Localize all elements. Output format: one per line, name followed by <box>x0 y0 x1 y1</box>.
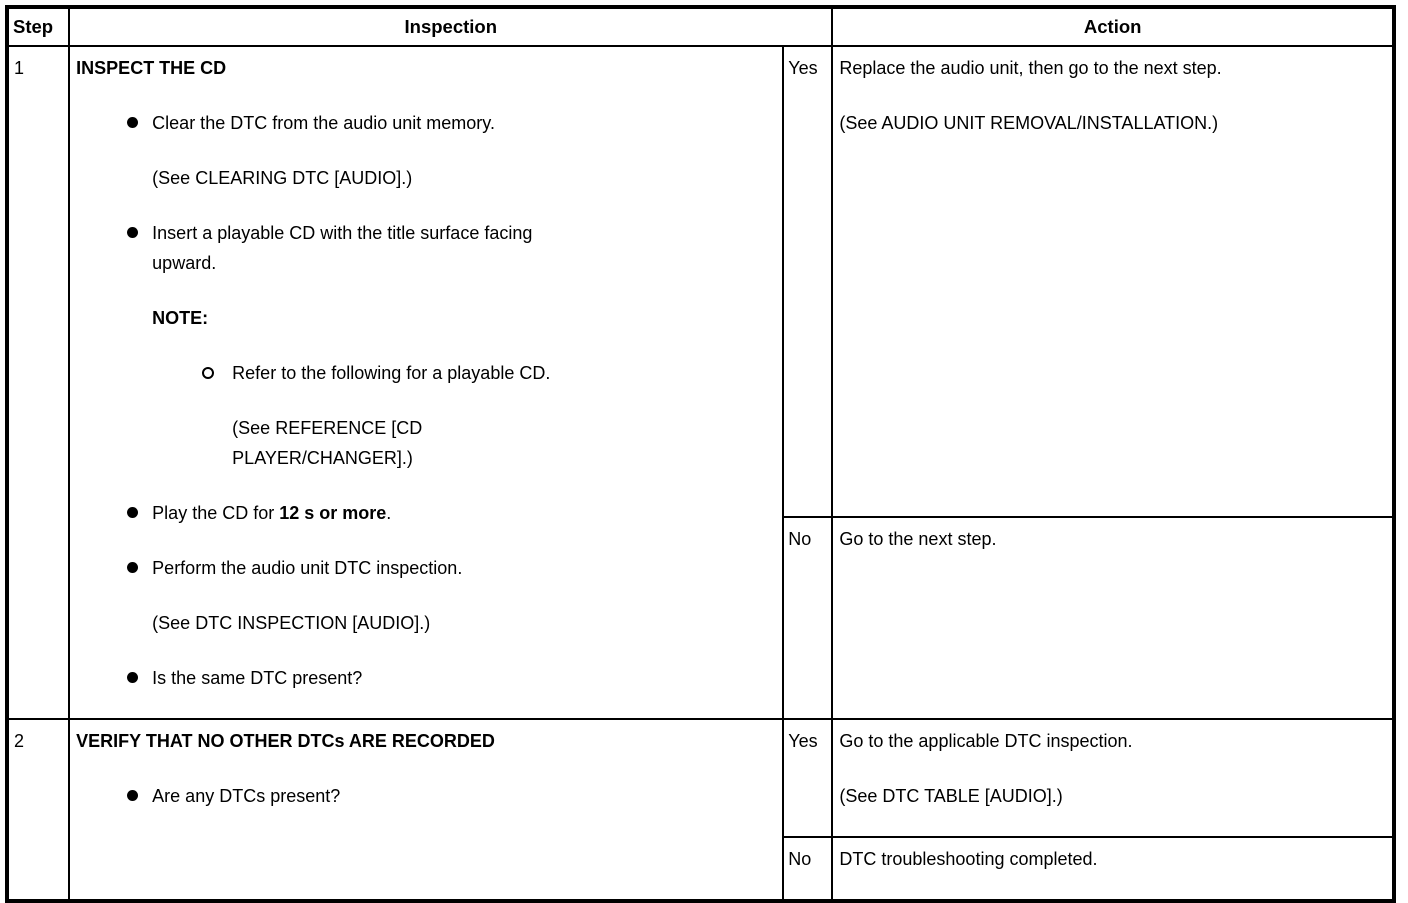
bullet-text: Insert a playable CD with the title surf… <box>152 223 533 273</box>
bullet-item-clear-dtc: Clear the DTC from the audio unit memory… <box>76 108 776 138</box>
action-text: Go to the applicable DTC inspection. <box>839 731 1133 751</box>
step2-yes-row: 2 VERIFY THAT NO OTHER DTCs ARE RECORDED… <box>5 718 1395 902</box>
troubleshooting-table: Step Inspection Action 1 INSPECT THE CD … <box>5 5 1396 903</box>
bullet-text: Is the same DTC present? <box>152 668 363 688</box>
step2-number: 2 <box>14 731 25 751</box>
column-header-step: Step <box>5 6 71 47</box>
step2-no-action-cell: DTC troubleshooting completed. <box>831 836 1395 902</box>
bullet-text: Play the CD for 12 s or more. <box>152 503 392 523</box>
bullet-item-any-dtcs: Are any DTCs present? <box>76 781 776 811</box>
no-label: No <box>788 849 812 869</box>
bullet-text: Are any DTCs present? <box>152 786 341 806</box>
bullet-item-perform-inspection: Perform the audio unit DTC inspection. <box>76 553 776 583</box>
step1-number-cell: 1 <box>5 45 71 720</box>
see-clearing-dtc-ref: (See CLEARING DTC [AUDIO].) <box>152 168 413 188</box>
step1-inspection-cell: INSPECT THE CD Clear the DTC from the au… <box>68 45 785 720</box>
step2-inspection-title: VERIFY THAT NO OTHER DTCs ARE RECORDED <box>76 731 495 751</box>
step2-number-cell: 2 <box>5 718 71 902</box>
bullet-item-same-dtc: Is the same DTC present? <box>76 663 776 693</box>
bullet-icon <box>127 498 152 528</box>
bullet-icon <box>127 218 152 278</box>
action-ref: (See AUDIO UNIT REMOVAL/INSTALLATION.) <box>839 113 1219 133</box>
header-row: Step Inspection Action <box>5 6 1395 47</box>
action-text: Replace the audio unit, then go to the n… <box>839 58 1222 78</box>
step1-yes-label-cell: Yes <box>782 44 834 519</box>
bullet-icon <box>127 553 152 583</box>
see-dtc-inspection-ref: (See DTC INSPECTION [AUDIO].) <box>152 613 431 633</box>
column-header-inspection: Inspection <box>68 6 834 47</box>
step2-yes-label-cell: Yes <box>782 718 834 838</box>
bullet-item-insert-cd: Insert a playable CD with the title surf… <box>76 218 776 278</box>
step1-no-label-cell: No <box>782 516 834 720</box>
bullet-item-play-cd: Play the CD for 12 s or more. <box>76 498 776 528</box>
no-label: No <box>788 529 812 550</box>
bullet-icon <box>127 781 152 811</box>
step1-no-row: No Go to the next step. <box>7 516 1395 720</box>
step2-inspection-cell: VERIFY THAT NO OTHER DTCs ARE RECORDED A… <box>68 718 785 902</box>
bullet-icon <box>127 663 152 693</box>
step1-number: 1 <box>14 58 25 78</box>
note-label: NOTE: <box>152 308 209 328</box>
action-ref: (See DTC TABLE [AUDIO].) <box>839 786 1063 806</box>
column-header-action: Action <box>831 6 1395 47</box>
action-text: DTC troubleshooting completed. <box>839 849 1098 869</box>
sub-bullet-text: Refer to the following for a playable CD… <box>232 363 551 383</box>
bullet-text: Clear the DTC from the audio unit memory… <box>152 113 495 133</box>
see-reference-ref: (See REFERENCE [CD PLAYER/CHANGER].) <box>232 418 423 468</box>
step1-inspection-title: INSPECT THE CD <box>76 58 227 78</box>
yes-label: Yes <box>788 731 818 751</box>
step1-yes-action-cell: Replace the audio unit, then go to the n… <box>831 44 1395 519</box>
bullet-icon <box>127 108 152 138</box>
bullet-text: Perform the audio unit DTC inspection. <box>152 558 463 578</box>
step1-yes-row: 1 INSPECT THE CD Clear the DTC from the … <box>5 44 1395 720</box>
sub-bullet-item-refer: Refer to the following for a playable CD… <box>76 358 776 388</box>
open-circle-bullet-icon <box>202 358 232 388</box>
yes-label: Yes <box>788 58 818 78</box>
action-text: Go to the next step. <box>839 529 997 550</box>
step2-yes-action-cell: Go to the applicable DTC inspection. (Se… <box>831 718 1395 838</box>
step1-no-action-cell: Go to the next step. <box>831 516 1395 720</box>
step2-no-label-cell: No <box>782 836 834 902</box>
